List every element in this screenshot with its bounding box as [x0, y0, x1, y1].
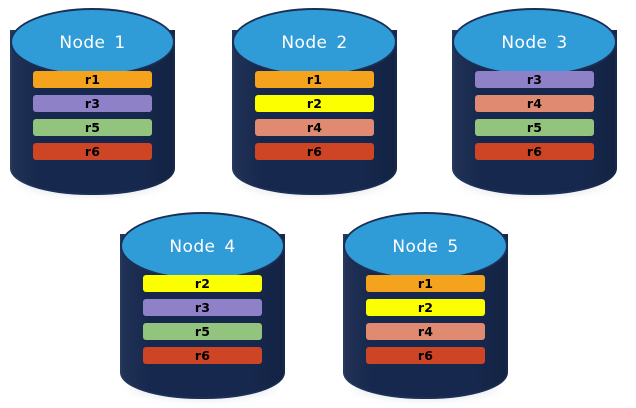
node-label-word: Node [281, 32, 328, 53]
replica-bar-r2[interactable]: r2 [143, 275, 262, 292]
replica-bar-r6[interactable]: r6 [366, 347, 485, 364]
node-label: Node 4 [169, 236, 236, 257]
replica-bar-r1[interactable]: r1 [366, 275, 485, 292]
node-label-word: Node [59, 32, 106, 53]
replica-bar-r4[interactable]: r4 [366, 323, 485, 340]
database-node-3[interactable]: Node 3 r3 r4 r5 r6 [452, 8, 617, 198]
replica-bar-r2[interactable]: r2 [255, 95, 374, 112]
node-label-number: 1 [114, 32, 126, 53]
node-label-number: 2 [336, 32, 348, 53]
replica-bar-r3[interactable]: r3 [475, 71, 594, 88]
replica-stack: r1 r2 r4 r6 [343, 275, 508, 364]
node-label-number: 3 [556, 32, 568, 53]
replica-bar-r2[interactable]: r2 [366, 299, 485, 316]
database-node-5[interactable]: Node 5 r1 r2 r4 r6 [343, 212, 508, 402]
cylinder-top-disc: Node 5 [343, 212, 508, 280]
node-label-word: Node [169, 236, 216, 257]
replica-stack: r2 r3 r5 r6 [120, 275, 285, 364]
cylinder-top-disc: Node 4 [120, 212, 285, 280]
replica-bar-r1[interactable]: r1 [33, 71, 152, 88]
node-label: Node 3 [501, 32, 568, 53]
replica-bar-r5[interactable]: r5 [143, 323, 262, 340]
replica-bar-r4[interactable]: r4 [475, 95, 594, 112]
cylinder-top-disc: Node 3 [452, 8, 617, 76]
replica-bar-r6[interactable]: r6 [33, 143, 152, 160]
database-node-4[interactable]: Node 4 r2 r3 r5 r6 [120, 212, 285, 402]
database-node-1[interactable]: Node 1 r1 r3 r5 r6 [10, 8, 175, 198]
database-node-2[interactable]: Node 2 r1 r2 r4 r6 [232, 8, 397, 198]
replica-stack: r1 r3 r5 r6 [10, 71, 175, 160]
replica-bar-r6[interactable]: r6 [143, 347, 262, 364]
replica-bar-r6[interactable]: r6 [475, 143, 594, 160]
replica-bar-r4[interactable]: r4 [255, 119, 374, 136]
replica-stack: r3 r4 r5 r6 [452, 71, 617, 160]
node-label: Node 2 [281, 32, 348, 53]
node-label-word: Node [501, 32, 548, 53]
replica-bar-r3[interactable]: r3 [143, 299, 262, 316]
cylinder-top-disc: Node 1 [10, 8, 175, 76]
cylinder-top-disc: Node 2 [232, 8, 397, 76]
replica-stack: r1 r2 r4 r6 [232, 71, 397, 160]
replica-bar-r6[interactable]: r6 [255, 143, 374, 160]
replica-bar-r3[interactable]: r3 [33, 95, 152, 112]
node-label-number: 5 [447, 236, 459, 257]
node-label: Node 5 [392, 236, 459, 257]
node-label-number: 4 [224, 236, 236, 257]
replica-bar-r1[interactable]: r1 [255, 71, 374, 88]
node-label-word: Node [392, 236, 439, 257]
replica-bar-r5[interactable]: r5 [475, 119, 594, 136]
replica-bar-r5[interactable]: r5 [33, 119, 152, 136]
node-label: Node 1 [59, 32, 126, 53]
